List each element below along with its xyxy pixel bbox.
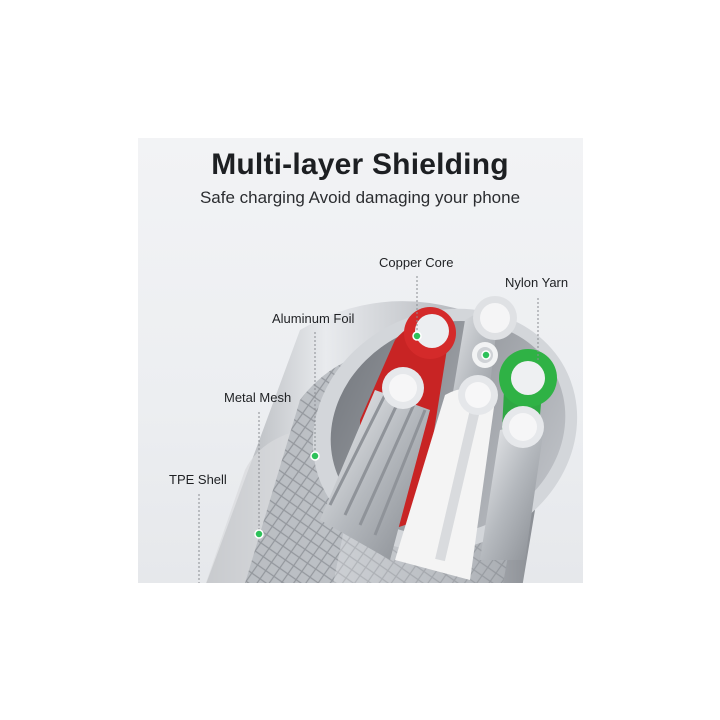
- callout-copper-core-pointer: [412, 276, 422, 341]
- page-title: Multi-layer Shielding: [211, 148, 509, 181]
- label-tpe-shell: TPE Shell: [169, 472, 227, 487]
- wire-silver-left: [320, 367, 430, 560]
- wire-white: [395, 375, 498, 580]
- label-copper-core: Copper Core: [379, 255, 454, 270]
- callout-aluminum-foil-pointer: [310, 332, 320, 461]
- label-nylon-yarn: Nylon Yarn: [505, 275, 569, 290]
- page-subtitle: Safe charging Avoid damaging your phone: [199, 188, 521, 207]
- label-metal-mesh: Metal Mesh: [224, 390, 292, 405]
- label-aluminum-foil: Aluminum Foil: [272, 311, 355, 326]
- wire-silver-right: [480, 406, 545, 560]
- callout-metal-mesh-pointer: [254, 412, 264, 539]
- callout-nylon-yarn-pointer: [481, 298, 539, 360]
